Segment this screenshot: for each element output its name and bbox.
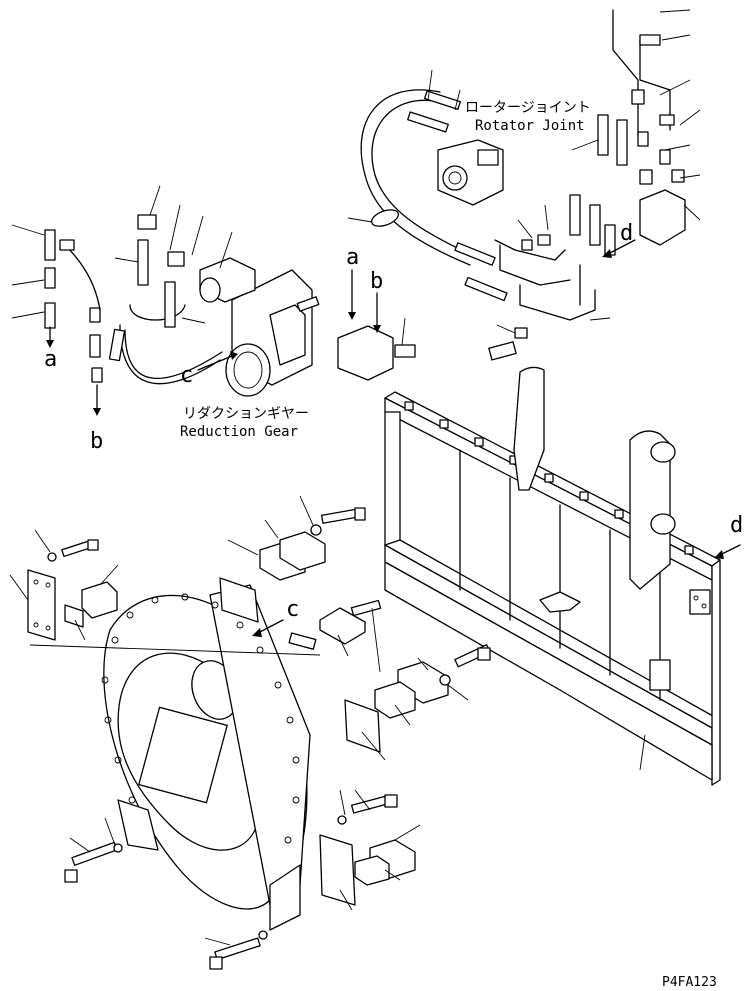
hanger-arms bbox=[513, 366, 676, 691]
reference-arrows bbox=[46, 239, 741, 637]
ref-label-b-center: b bbox=[370, 269, 383, 294]
reduction-gear-assembly bbox=[11, 185, 320, 397]
rotator-joint-jp-label: ロータージョイント bbox=[465, 100, 591, 116]
rotating-plate bbox=[101, 584, 311, 931]
ref-label-c-plate: c bbox=[286, 597, 299, 622]
rotator-joint-assembly bbox=[337, 9, 701, 381]
ref-label-d-frame: d bbox=[730, 513, 743, 538]
ref-label-a-left: a bbox=[44, 347, 57, 372]
figure-code: P4FA123 bbox=[662, 975, 717, 990]
pads-and-bolts bbox=[9, 495, 646, 970]
ref-label-d-top: d bbox=[620, 221, 633, 246]
ref-label-b-left: b bbox=[90, 429, 103, 454]
reduction-gear-jp-label: リダクションギヤー bbox=[183, 406, 309, 422]
rotator-joint-en-label: Rotator Joint bbox=[475, 118, 585, 134]
ref-label-c-gear: c bbox=[180, 363, 193, 388]
ref-label-a-center: a bbox=[346, 245, 359, 270]
reduction-gear-en-label: Reduction Gear bbox=[180, 424, 298, 440]
text-labels: ロータージョイント Rotator Joint リダクションギヤー Reduct… bbox=[44, 100, 743, 990]
